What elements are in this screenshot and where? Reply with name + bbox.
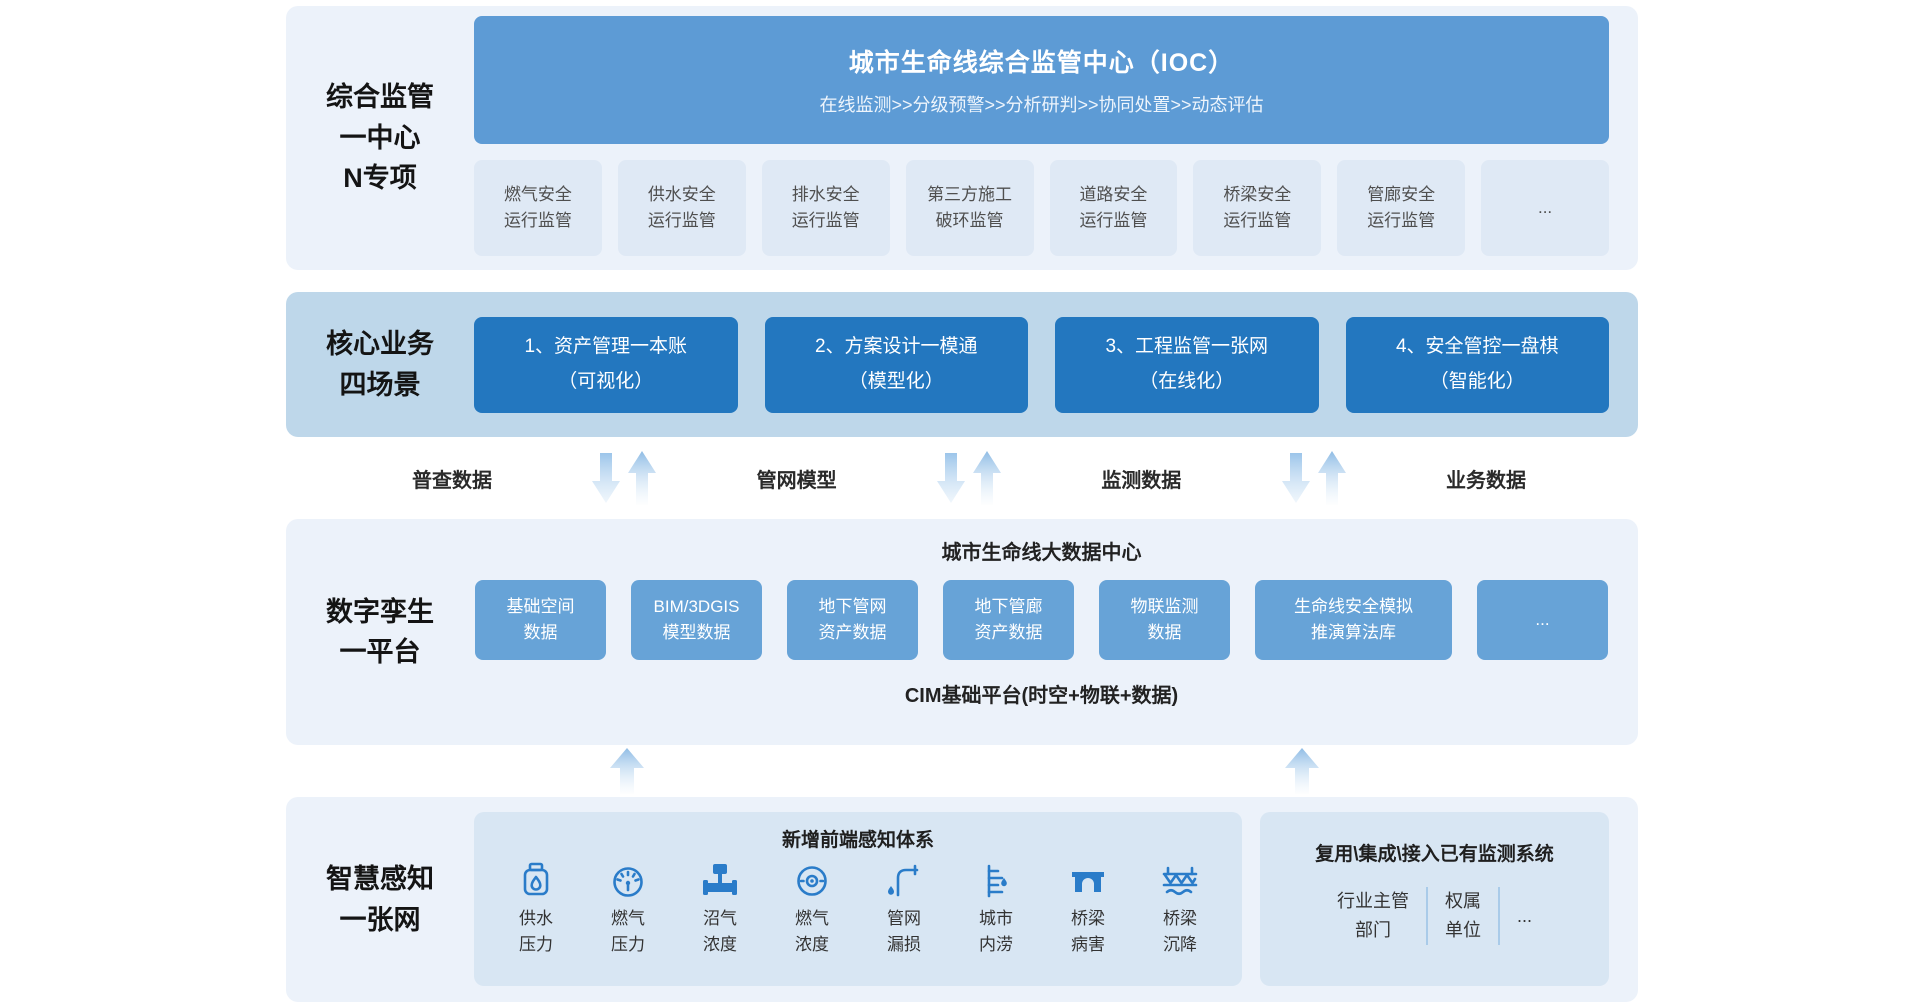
section-label-twin: 数字孪生 一平台	[286, 519, 474, 745]
reuse-item-owner-unit: 权属 单位	[1444, 891, 1481, 940]
twin-body: 城市生命线大数据中心 基础空间 数据 BIM/3DGIS 模型数据 地下管网 资…	[474, 519, 1638, 745]
new-sensing-box: 新增前端感知体系 供水 压力	[474, 812, 1242, 986]
perception-body: 新增前端感知体系 供水 压力	[474, 797, 1638, 1002]
dataflow-label-pipe-model: 管网模型	[756, 469, 837, 492]
sensor-biogas-concentration: 沼气 浓度	[683, 861, 757, 957]
reuse-title: 复用\集成\接入已有监测系统	[1315, 844, 1554, 865]
vertical-divider	[1497, 887, 1500, 945]
leaking-pipe-icon	[888, 864, 919, 897]
diagram-content: 综合监管 一中心 N专项 城市生命线综合监管中心（IOC） 在线监测>>分级预警…	[286, 6, 1638, 1002]
water-level-gauge-icon	[987, 864, 1007, 898]
label-line: 核心业务	[326, 329, 434, 359]
up-arrow-icon	[610, 748, 644, 794]
supervision-item-road: 道路安全 运行监管	[1049, 160, 1178, 256]
gas-detector-icon	[797, 866, 827, 896]
label-line: 四场景	[339, 369, 421, 400]
reuse-entries-row: 行业主管 部门 权属 单位 ...	[1260, 887, 1609, 945]
dataflow-label-census: 普查数据	[412, 469, 492, 492]
supervision-items-row: 燃气安全 运行监管 供水安全 运行监管 排水安全 运行监管 第三方施工 破环监管	[474, 160, 1609, 256]
scenario-asset-management: 1、资产管理一本账 （可视化）	[474, 316, 738, 413]
sensor-water-pressure: 供水 压力	[499, 861, 573, 957]
section-supervision-center: 综合监管 一中心 N专项 城市生命线综合监管中心（IOC） 在线监测>>分级预警…	[286, 6, 1638, 270]
twin-box-pipe-network-asset: 地下管网 资产数据	[787, 580, 918, 660]
scenario-safety-control: 4、安全管控一盘棋 （智能化）	[1345, 316, 1609, 413]
down-up-arrows-icon	[936, 451, 1001, 505]
section-label-core: 核心业务 四场景	[286, 324, 474, 405]
twin-box-simulation-library: 生命线安全模拟 推演算法库	[1255, 580, 1452, 660]
section-label-perception: 智慧感知 一张网	[286, 797, 474, 1002]
supervision-item-water-supply: 供水安全 运行监管	[617, 160, 746, 256]
supervision-item-corridor: 管廊安全 运行监管	[1337, 160, 1466, 256]
twin-box-base-spatial: 基础空间 数据	[475, 580, 606, 660]
twin-box-more: ...	[1477, 580, 1608, 660]
up-arrow-icon	[1285, 748, 1319, 794]
reuse-item-more: ...	[1516, 905, 1532, 926]
label-line: 一平台	[339, 637, 421, 667]
reuse-systems-box: 复用\集成\接入已有监测系统 行业主管 部门 权属 单位 ...	[1260, 812, 1609, 986]
label-line: 一张网	[339, 904, 421, 935]
scenario-plan-design: 2、方案设计一模通 （模型化）	[764, 316, 1028, 413]
arch-bridge-icon	[1072, 872, 1104, 892]
scenario-project-supervision: 3、工程监管一张网 （在线化）	[1055, 316, 1319, 413]
sensor-pipe-leakage: 管网 漏损	[867, 861, 941, 957]
section-label-supervision: 综合监管 一中心 N专项	[286, 6, 474, 270]
ioc-subtitle: 在线监测>>分级预警>>分析研判>>协同处置>>动态评估	[819, 95, 1264, 115]
up-arrows-gap	[286, 745, 1638, 797]
supervision-item-bridge: 桥梁安全 运行监管	[1193, 160, 1322, 256]
supervision-item-gas: 燃气安全 运行监管	[474, 160, 602, 256]
twin-boxes-row: 基础空间 数据 BIM/3DGIS 模型数据 地下管网 资产数据 地下管廊 资产…	[474, 580, 1609, 660]
sensor-bridge-disease: 桥梁 病害	[1051, 861, 1125, 957]
label-line: 智慧感知	[326, 864, 434, 894]
sensor-gas-pressure: 燃气 压力	[591, 861, 665, 957]
label-line: 数字孪生	[326, 596, 434, 627]
vertical-divider	[1425, 887, 1428, 945]
flow-meter-icon	[703, 864, 737, 895]
ioc-title: 城市生命线综合监管中心（IOC）	[848, 49, 1235, 77]
dataflow-label-monitoring: 监测数据	[1101, 469, 1182, 492]
down-up-arrows-icon	[1281, 451, 1346, 505]
twin-box-corridor-asset: 地下管廊 资产数据	[943, 580, 1074, 660]
section-digital-twin: 数字孪生 一平台 城市生命线大数据中心 基础空间 数据 BIM/3DGIS 模型…	[286, 519, 1638, 745]
dataflow-row: 普查数据 管网模型 监测数据 业务数据	[286, 437, 1638, 519]
label-line: N专项	[343, 163, 417, 194]
sensor-gas-concentration: 燃气 浓度	[775, 861, 849, 957]
new-sensing-title: 新增前端感知体系	[781, 830, 934, 851]
section-core-scenarios: 核心业务 四场景 1、资产管理一本账 （可视化） 2、方案设计一模通 （模型化）…	[286, 292, 1638, 437]
core-body: 1、资产管理一本账 （可视化） 2、方案设计一模通 （模型化） 3、工程监管一张…	[474, 316, 1638, 413]
big-data-center-title: 城市生命线大数据中心	[941, 542, 1142, 564]
supervision-item-drainage: 排水安全 运行监管	[761, 160, 890, 256]
water-meter-icon	[523, 862, 549, 896]
label-line: 综合监管	[326, 82, 434, 113]
spacer	[286, 270, 1638, 292]
dataflow-label-business: 业务数据	[1445, 469, 1526, 492]
cim-platform-title: CIM基础平台(时空+物联+数据)	[904, 685, 1179, 707]
label-line: 一中心	[339, 122, 421, 153]
ioc-header-box: 城市生命线综合监管中心（IOC） 在线监测>>分级预警>>分析研判>>协同处置>…	[474, 16, 1609, 144]
twin-box-iot-monitoring: 物联监测 数据	[1099, 580, 1230, 660]
section-smart-perception: 智慧感知 一张网 新增前端感知体系	[286, 797, 1638, 1002]
sensor-urban-waterlogging: 城市 内涝	[959, 861, 1033, 957]
bridge-settlement-icon	[1162, 866, 1198, 896]
sensor-bridge-settlement: 桥梁 沉降	[1143, 861, 1217, 957]
down-up-arrows-icon	[592, 451, 657, 505]
supervision-item-more: ...	[1481, 160, 1609, 256]
sensor-row: 供水 压力	[474, 861, 1242, 957]
supervision-item-third-party: 第三方施工 破环监管	[905, 160, 1034, 256]
twin-box-bim-3dgis: BIM/3DGIS 模型数据	[631, 580, 762, 660]
pressure-gauge-icon	[613, 867, 643, 897]
supervision-body: 城市生命线综合监管中心（IOC） 在线监测>>分级预警>>分析研判>>协同处置>…	[474, 6, 1638, 270]
reuse-item-industry-dept: 行业主管 部门	[1336, 891, 1409, 940]
